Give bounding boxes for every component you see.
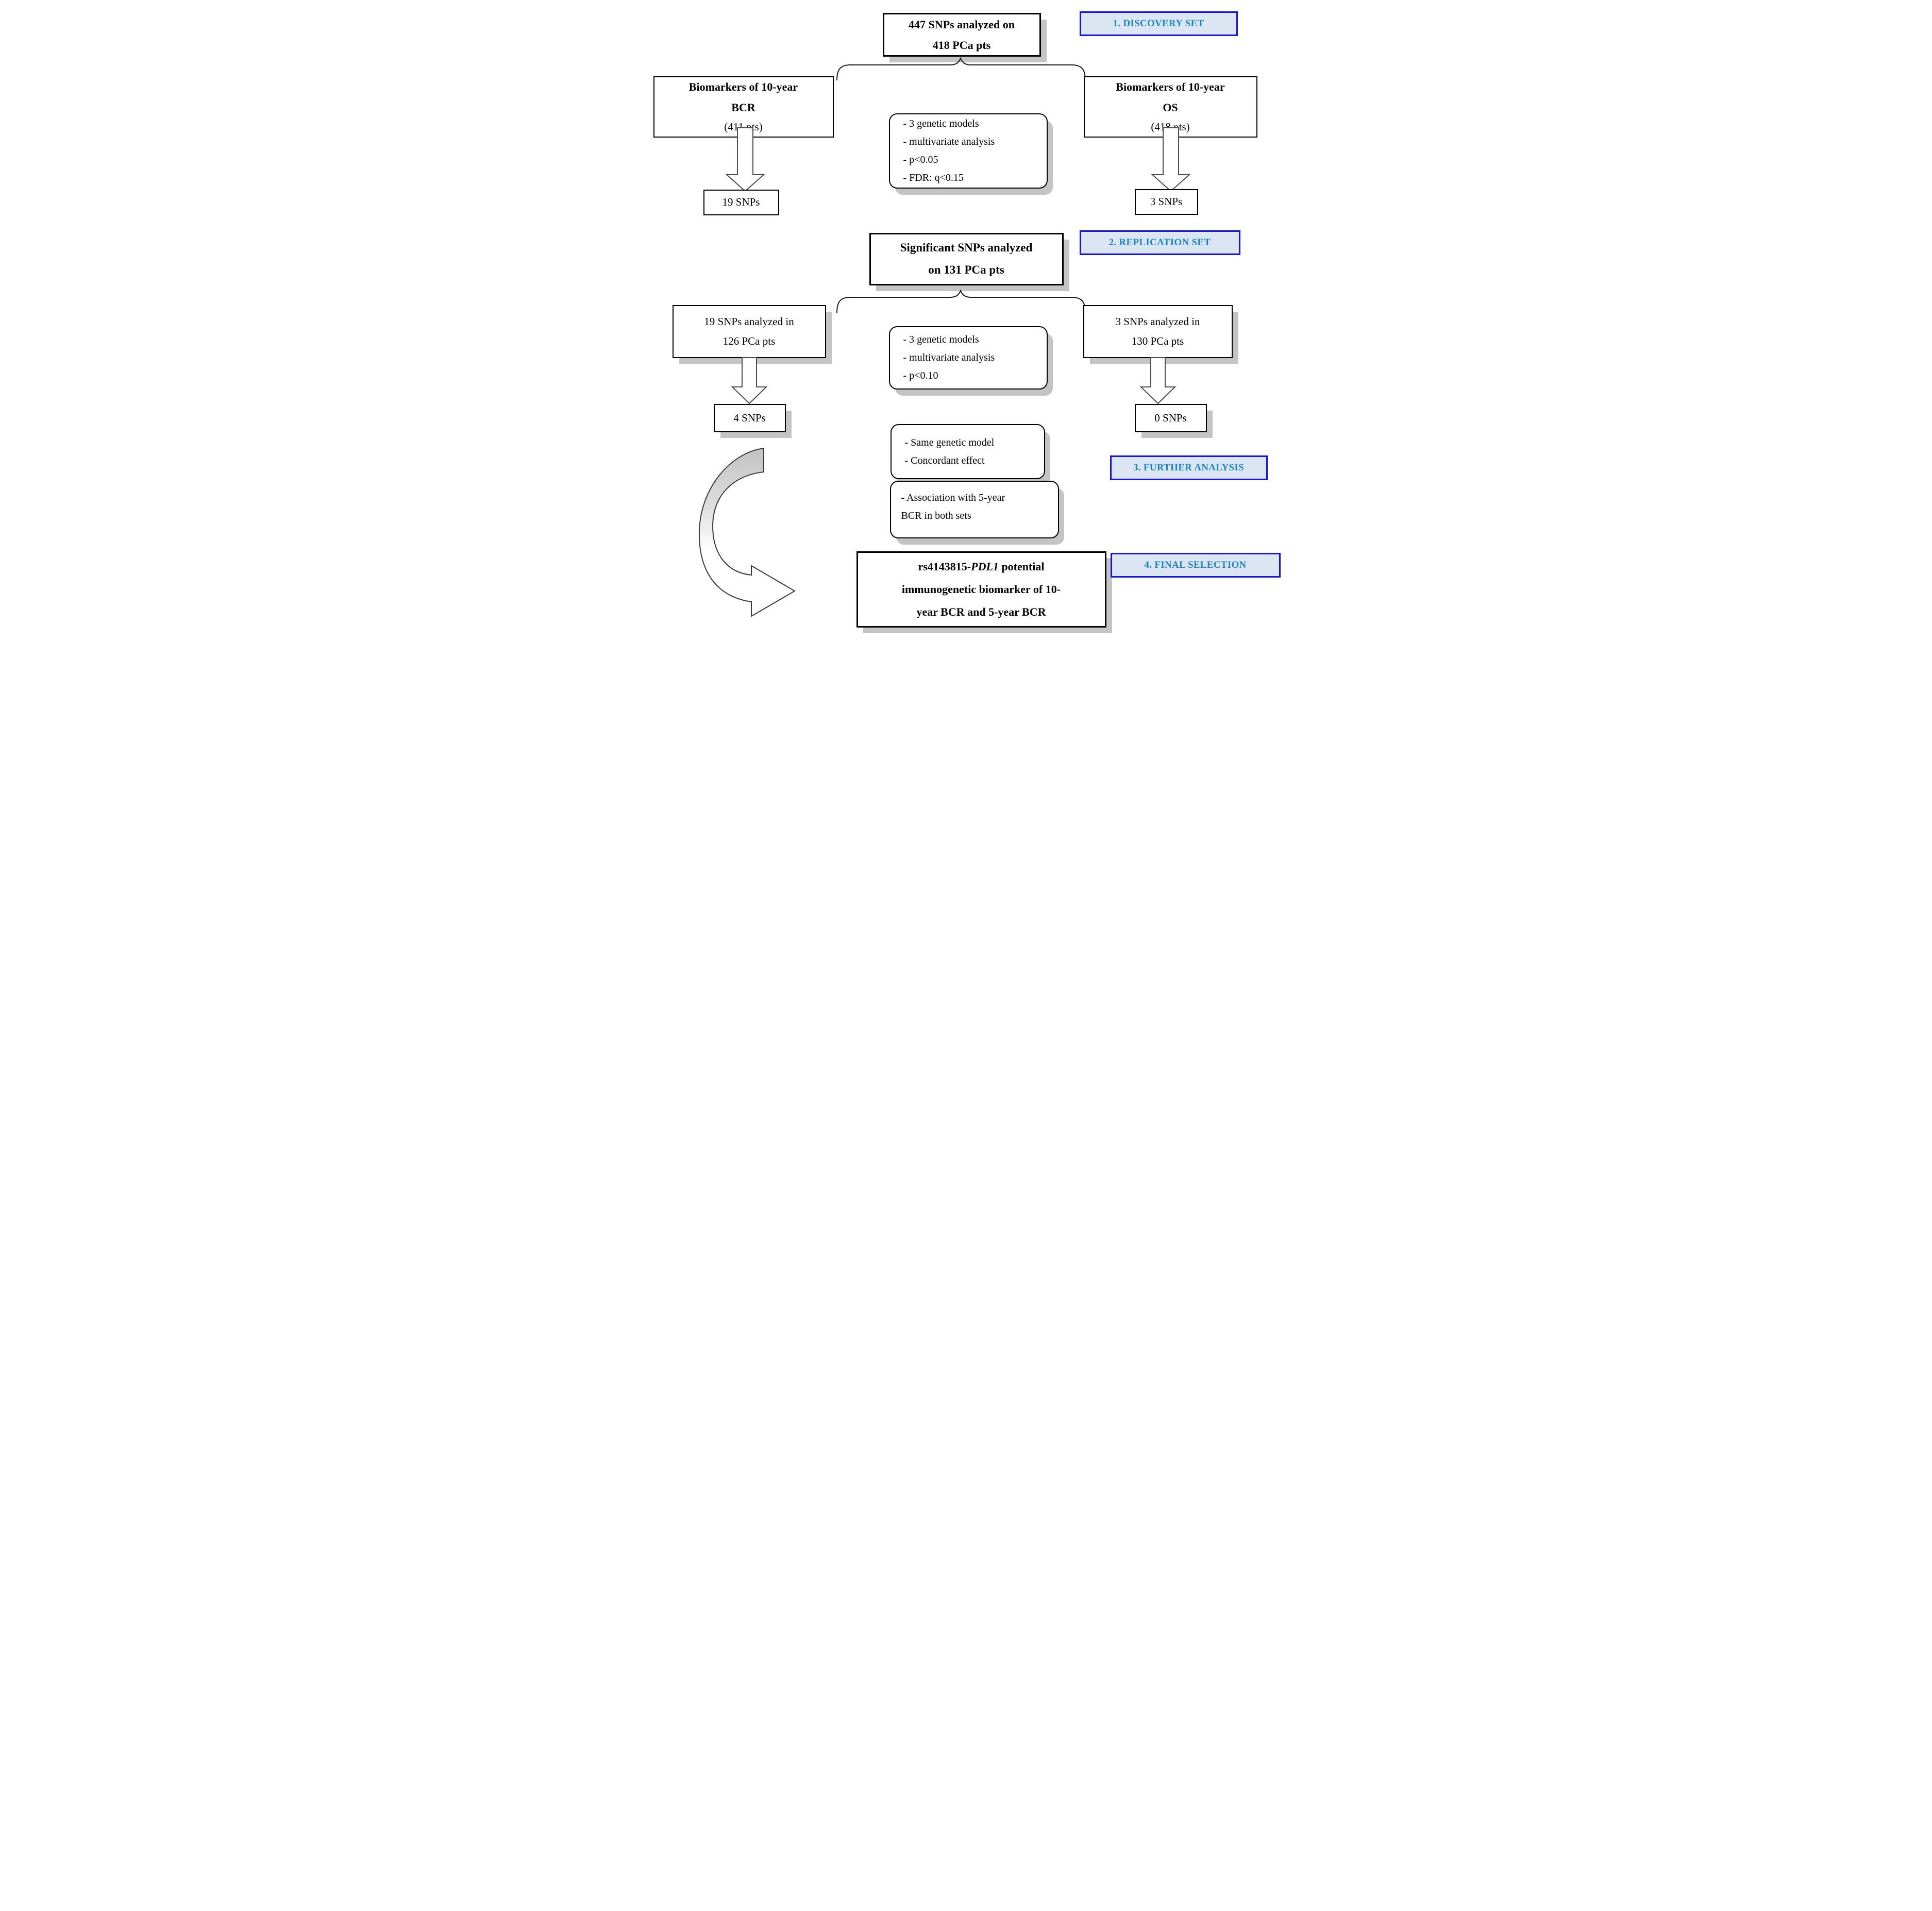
discovery-set-badge: 1. DISCOVERY SET bbox=[1079, 11, 1238, 36]
os-result-box: 3 SNPs bbox=[1134, 189, 1198, 215]
further-analysis-badge: 3. FURTHER ANALYSIS bbox=[1110, 455, 1268, 480]
criteria-item: - multivariate analysis bbox=[903, 352, 995, 363]
criteria-item: BCR in both sets bbox=[901, 510, 971, 521]
bcr-replication-result-box: 4 SNPs bbox=[713, 404, 786, 432]
total-snps-box: 447 SNPs analyzed on 418 PCa pts bbox=[882, 13, 1041, 57]
final-selection-line3: year BCR and 5-year BCR bbox=[916, 605, 1046, 618]
bcr-replication-line2: 126 PCa pts bbox=[723, 334, 776, 347]
bcr-biomarkers-line2: BCR bbox=[731, 100, 755, 114]
os-result-label: 3 SNPs bbox=[1150, 195, 1183, 208]
final-suffix: potential bbox=[998, 560, 1045, 573]
replication-snps-line2: on 131 PCa pts bbox=[928, 263, 1004, 276]
curly-brace-discovery-icon bbox=[836, 57, 1086, 81]
discovery-criteria-box: - 3 genetic models - multivariate analys… bbox=[888, 113, 1048, 189]
final-selection-badge: 4. FINAL SELECTION bbox=[1110, 553, 1281, 578]
final-selection-label: 4. FINAL SELECTION bbox=[1144, 560, 1247, 570]
bcr-replication-line1: 19 SNPs analyzed in bbox=[704, 315, 794, 328]
criteria-item: - p<0.05 bbox=[903, 154, 938, 165]
os-replication-result-box: 0 SNPs bbox=[1134, 404, 1207, 432]
bcr-biomarkers-line1: Biomarkers of 10-year bbox=[688, 80, 798, 94]
total-snps-line1: 447 SNPs analyzed on bbox=[909, 18, 1015, 31]
os-biomarkers-line1: Biomarkers of 10-year bbox=[1116, 80, 1225, 94]
association-criteria-box: - Association with 5-year BCR in both se… bbox=[889, 481, 1059, 538]
os-biomarkers-line2: OS bbox=[1163, 100, 1178, 114]
total-snps-line2: 418 PCa pts bbox=[932, 38, 991, 52]
final-gene-name: PDL1 bbox=[971, 560, 999, 573]
down-arrow-os-discovery-icon bbox=[1151, 127, 1190, 192]
criteria-item: - p<0.10 bbox=[903, 370, 938, 381]
final-selection-line1: rs4143815-PDL1 potential bbox=[918, 555, 1044, 578]
curly-brace-replication-icon bbox=[836, 289, 1086, 313]
criteria-item: - 3 genetic models bbox=[903, 118, 979, 129]
bcr-result-box: 19 SNPs bbox=[703, 190, 779, 215]
replication-set-badge: 2. REPLICATION SET bbox=[1079, 230, 1240, 255]
replication-snps-line1: Significant SNPs analyzed bbox=[900, 241, 1033, 255]
criteria-item: - Concordant effect bbox=[904, 454, 985, 466]
down-arrow-bcr-discovery-icon bbox=[725, 127, 765, 192]
criteria-item: - FDR: q<0.15 bbox=[903, 172, 964, 183]
down-arrow-bcr-replication-icon bbox=[731, 357, 767, 404]
criteria-item: - Association with 5-year bbox=[901, 492, 1005, 503]
model-criteria-box: - Same genetic model - Concordant effect bbox=[890, 424, 1045, 479]
criteria-item: - 3 genetic models bbox=[903, 334, 979, 345]
final-selection-line2: immunogenetic biomarker of 10- bbox=[901, 583, 1061, 596]
criteria-item: - Same genetic model bbox=[904, 436, 995, 448]
os-replication-result-label: 0 SNPs bbox=[1154, 411, 1187, 424]
criteria-item: - multivariate analysis bbox=[903, 136, 995, 147]
replication-set-label: 2. REPLICATION SET bbox=[1108, 237, 1211, 248]
down-arrow-os-replication-icon bbox=[1139, 357, 1176, 404]
final-selection-box: rs4143815-PDL1 potential immunogenetic b… bbox=[856, 551, 1106, 628]
discovery-set-label: 1. DISCOVERY SET bbox=[1113, 18, 1204, 29]
bcr-result-label: 19 SNPs bbox=[722, 196, 760, 209]
bcr-replication-result-label: 4 SNPs bbox=[733, 411, 766, 424]
curved-arrow-icon bbox=[698, 447, 796, 617]
final-rs-id: rs4143815- bbox=[918, 560, 971, 573]
replication-snps-box: Significant SNPs analyzed on 131 PCa pts bbox=[869, 233, 1064, 285]
further-analysis-label: 3. FURTHER ANALYSIS bbox=[1133, 462, 1244, 473]
flowchart: 447 SNPs analyzed on 418 PCa pts 1. DISC… bbox=[644, 0, 1288, 637]
os-replication-box: 3 SNPs analyzed in 130 PCa pts bbox=[1083, 305, 1233, 358]
replication-criteria-box: - 3 genetic models - multivariate analys… bbox=[888, 326, 1048, 390]
bcr-replication-box: 19 SNPs analyzed in 126 PCa pts bbox=[672, 305, 826, 358]
os-replication-line1: 3 SNPs analyzed in bbox=[1115, 315, 1200, 328]
os-biomarkers-box: Biomarkers of 10-year OS (418 pts) bbox=[1083, 76, 1257, 138]
os-replication-line2: 130 PCa pts bbox=[1131, 334, 1184, 347]
